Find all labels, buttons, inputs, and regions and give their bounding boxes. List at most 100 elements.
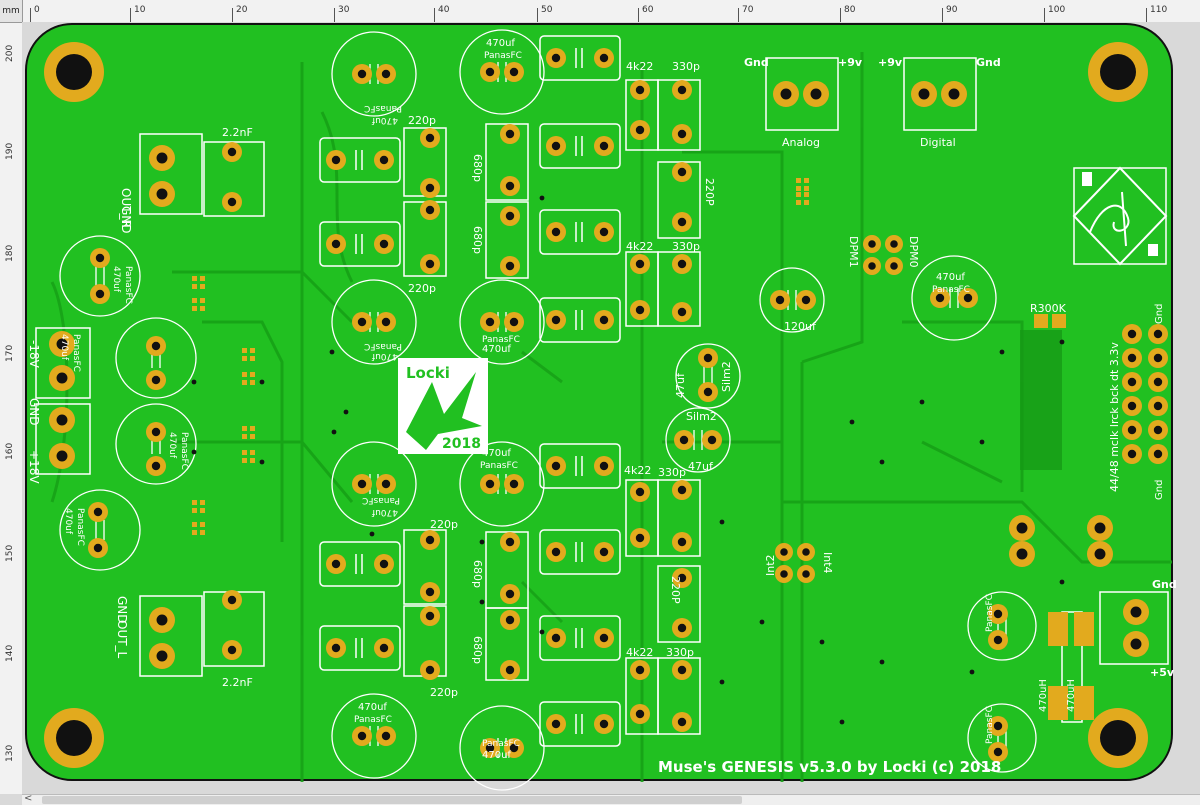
pad-drill xyxy=(1127,329,1137,339)
pad-drill xyxy=(425,183,435,193)
cap-value: 470uf xyxy=(936,272,965,283)
pad-drill xyxy=(677,717,687,727)
ruler-tick xyxy=(434,8,435,22)
film-capacitor-outline xyxy=(319,625,401,671)
component-outline xyxy=(485,607,529,681)
cap-value: PanasFC xyxy=(364,341,402,351)
pad-drill xyxy=(677,623,687,633)
trace xyxy=(320,111,354,283)
cap-value: Silm2 xyxy=(720,361,733,392)
smd-pad xyxy=(242,380,247,385)
scrollbar-thumb[interactable] xyxy=(42,796,742,804)
ruler-tick-label: 40 xyxy=(438,5,450,15)
pad-drill xyxy=(505,615,515,625)
smd-pad xyxy=(804,200,809,205)
pad-drill xyxy=(331,643,341,653)
component-outline xyxy=(657,161,701,239)
smd-pad xyxy=(192,530,197,535)
via xyxy=(819,639,825,645)
pad-drill xyxy=(635,487,645,497)
smd-pad xyxy=(200,298,205,303)
ruler-tick xyxy=(232,8,233,22)
pad-drill xyxy=(599,633,609,643)
pad-drill xyxy=(635,533,645,543)
logo-year: 2018 xyxy=(442,436,481,452)
smd-pad xyxy=(250,434,255,439)
cap-value: 470uf xyxy=(486,38,515,49)
trace xyxy=(172,440,354,503)
gnd-label: Gnd xyxy=(1152,578,1177,591)
header-label: 44/48 mclk lrck bck dt 3.3v xyxy=(1108,342,1121,492)
pad-drill xyxy=(635,259,645,269)
cap-value: 220P xyxy=(703,178,716,206)
ruler-tick-label: 90 xyxy=(946,5,958,15)
pad-drill xyxy=(379,239,389,249)
cap-value: 220p xyxy=(408,114,436,127)
pad-drill xyxy=(156,152,168,164)
pad-drill xyxy=(93,507,103,517)
via xyxy=(329,349,335,355)
cap-value: 470uf xyxy=(371,507,398,517)
via xyxy=(1059,339,1065,345)
via xyxy=(259,459,265,465)
capacitor-silkscreen xyxy=(115,317,197,399)
smd-pad xyxy=(242,450,247,455)
smd-pad xyxy=(804,178,809,183)
smd-pad xyxy=(1034,314,1048,328)
electrolytic-capacitors xyxy=(59,29,1037,791)
pad-drill xyxy=(509,67,519,77)
pad-drill xyxy=(357,317,367,327)
mounting-hole xyxy=(1100,720,1136,756)
gnd-label: GND xyxy=(119,206,133,234)
component-outline xyxy=(139,595,203,677)
via xyxy=(343,409,349,415)
pad-drill xyxy=(635,665,645,675)
pad-drill xyxy=(381,317,391,327)
gnd-label: Gnd xyxy=(744,56,769,69)
pad-drill xyxy=(1094,548,1106,560)
pad-drill xyxy=(677,167,687,177)
pad-drill xyxy=(95,289,105,299)
cap-value: PanasFC xyxy=(364,103,402,113)
pad-drill xyxy=(227,645,237,655)
pad-drill xyxy=(599,141,609,151)
cap-value: PanasFC xyxy=(480,461,518,471)
via xyxy=(539,195,545,201)
via xyxy=(1059,579,1065,585)
pad-drill xyxy=(357,479,367,489)
capacitor-silkscreen xyxy=(459,29,545,115)
pad-drill xyxy=(551,315,561,325)
horizontal-scrollbar[interactable]: < xyxy=(22,793,1200,805)
smd-pad xyxy=(1074,686,1094,720)
pad-drill xyxy=(677,85,687,95)
mounting-holes xyxy=(44,42,1148,768)
cap-value: 680p xyxy=(471,154,484,182)
scroll-left-arrow-icon[interactable]: < xyxy=(24,793,33,804)
capacitor-silkscreen xyxy=(59,489,141,571)
component-outline xyxy=(403,529,447,605)
logo-block: Locki 2018 xyxy=(398,358,488,454)
pad-drill xyxy=(151,341,161,351)
ruler-tick-label: 60 xyxy=(642,5,654,15)
cap-value: PanasFC xyxy=(179,432,189,470)
pad-drill xyxy=(357,69,367,79)
ruler-tick xyxy=(738,8,739,22)
pcb-canvas[interactable]: Locki 2018 OUT_RGNDGNDOUT_L-18VGND+18VAn… xyxy=(22,22,1200,794)
pad-drill xyxy=(425,133,435,143)
vias xyxy=(191,195,1065,725)
pad-drill xyxy=(93,543,103,553)
smd-pad xyxy=(200,306,205,311)
pad-drill xyxy=(599,315,609,325)
ruler-tick xyxy=(1044,8,1045,22)
smd-pad xyxy=(192,298,197,303)
pad-drill xyxy=(331,559,341,569)
pad-drill xyxy=(551,227,561,237)
film-capacitor-outline xyxy=(539,615,621,661)
film-capacitor-outline xyxy=(319,221,401,267)
pad-drill xyxy=(802,548,810,556)
smd-pad xyxy=(192,508,197,513)
pad-drill xyxy=(677,485,687,495)
pads xyxy=(49,48,1168,762)
pad-drill xyxy=(505,181,515,191)
ruler-tick-label: 110 xyxy=(1150,5,1168,15)
